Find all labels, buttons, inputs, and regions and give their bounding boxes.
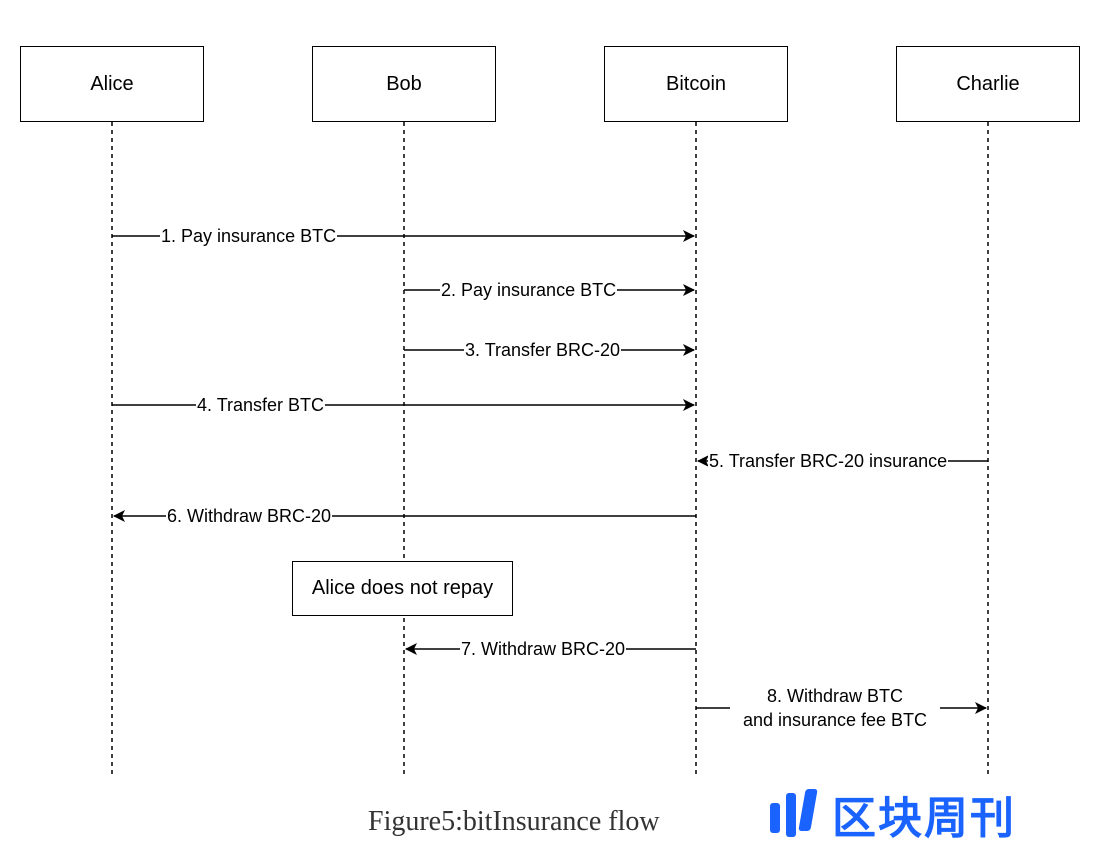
- participant-bob-label: Bob: [386, 72, 422, 95]
- message-label-5: 5. Transfer BRC-20 insurance: [708, 450, 949, 472]
- participant-alice-label: Alice: [90, 72, 134, 95]
- message-label-2: 2. Pay insurance BTC: [440, 279, 618, 301]
- watermark-text: 区块周刊: [832, 793, 1016, 844]
- participant-bitcoin-label: Bitcoin: [665, 72, 727, 95]
- participant-charlie-label: Charlie: [956, 72, 1020, 95]
- message-label-4: 4. Transfer BTC: [196, 394, 326, 416]
- watermark-bars-icon: [766, 789, 822, 839]
- message-label-7: 7. Withdraw BRC-20: [460, 638, 627, 660]
- message-label-3: 3. Transfer BRC-20: [464, 339, 622, 361]
- message-label-1: 1. Pay insurance BTC: [160, 225, 338, 247]
- message-label-8: 8. Withdraw BTC and insurance fee BTC: [730, 684, 940, 732]
- participant-bitcoin: Bitcoin: [604, 46, 788, 122]
- figure-caption: Figure5:bitInsurance flow: [368, 806, 660, 837]
- message-label-8-line1: 8. Withdraw BTC: [766, 686, 904, 706]
- participant-alice: Alice: [20, 46, 204, 122]
- participant-charlie: Charlie: [896, 46, 1080, 122]
- note-box: Alice does not repay: [292, 561, 513, 616]
- message-label-6: 6. Withdraw BRC-20: [166, 505, 333, 527]
- note-text: Alice does not repay: [311, 577, 494, 599]
- watermark-logo: 区块周刊: [766, 782, 1016, 846]
- message-label-8-line2: and insurance fee BTC: [742, 710, 928, 730]
- participant-bob: Bob: [312, 46, 496, 122]
